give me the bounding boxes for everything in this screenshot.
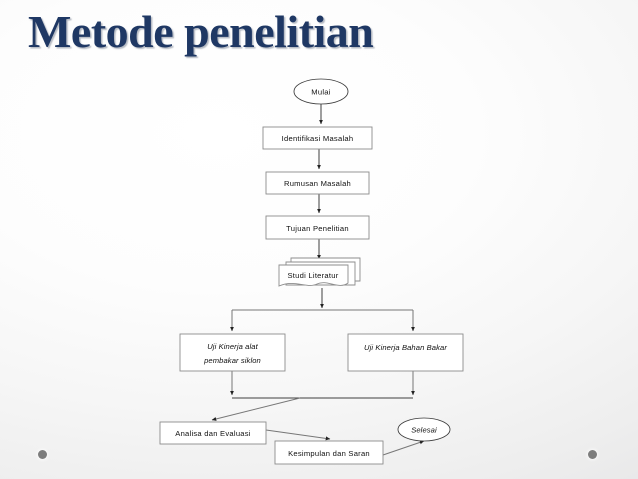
- edge-analisa-kesimpulan: [265, 429, 331, 441]
- flow-node-rumusan-masalah-label: Rumusan Masalah: [284, 179, 351, 188]
- flow-node-analisa-dan-evaluasi-label: Analisa dan Evaluasi: [175, 429, 251, 438]
- flow-node-tujuan-penelitian[interactable]: Tujuan Penelitian: [265, 215, 370, 240]
- flow-node-selesai-label: Selesai: [411, 426, 437, 435]
- flow-node-uji-kinerja-alat-label-line2: pembakar siklon: [203, 356, 261, 365]
- flow-node-identifikasi-masalah-label: Identifikasi Masalah: [282, 134, 354, 143]
- flow-node-uji-kinerja-alat-label-line1: Uji Kinerja alat: [207, 342, 258, 351]
- page-title: Metode penelitian: [28, 6, 374, 57]
- flow-node-studi-literatur[interactable]: Studi Literatur: [278, 257, 361, 287]
- decorative-dot-left: [38, 450, 47, 459]
- flow-node-mulai[interactable]: Mulai: [293, 78, 349, 105]
- flow-node-selesai[interactable]: Selesai: [397, 417, 451, 442]
- flow-node-mulai-label: Mulai: [311, 88, 330, 97]
- flow-node-studi-literatur-label: Studi Literatur: [287, 271, 338, 280]
- flow-node-rumusan-masalah[interactable]: Rumusan Masalah: [265, 171, 370, 195]
- studi-literatur-doc-front: [278, 264, 349, 287]
- flow-node-kesimpulan-dan-saran[interactable]: Kesimpulan dan Saran: [274, 440, 384, 465]
- flow-node-tujuan-penelitian-label: Tujuan Penelitian: [286, 224, 349, 233]
- flow-node-identifikasi-masalah[interactable]: Identifikasi Masalah: [262, 126, 373, 150]
- flow-connectors: [211, 104, 425, 456]
- flow-node-uji-kinerja-alat[interactable]: Uji Kinerja alat pembakar siklon: [179, 333, 286, 372]
- flow-node-kesimpulan-dan-saran-label: Kesimpulan dan Saran: [288, 449, 370, 458]
- flow-node-uji-kinerja-bahan-bakar-label: Uji Kinerja Bahan Bakar: [364, 343, 447, 352]
- edge-merge-analisa: [211, 397, 301, 421]
- flow-node-uji-kinerja-bahan-bakar[interactable]: Uji Kinerja Bahan Bakar: [347, 333, 464, 372]
- edge-kesimpulan-selesai: [382, 440, 425, 456]
- decorative-dot-right: [588, 450, 597, 459]
- flow-node-analisa-dan-evaluasi[interactable]: Analisa dan Evaluasi: [159, 421, 267, 445]
